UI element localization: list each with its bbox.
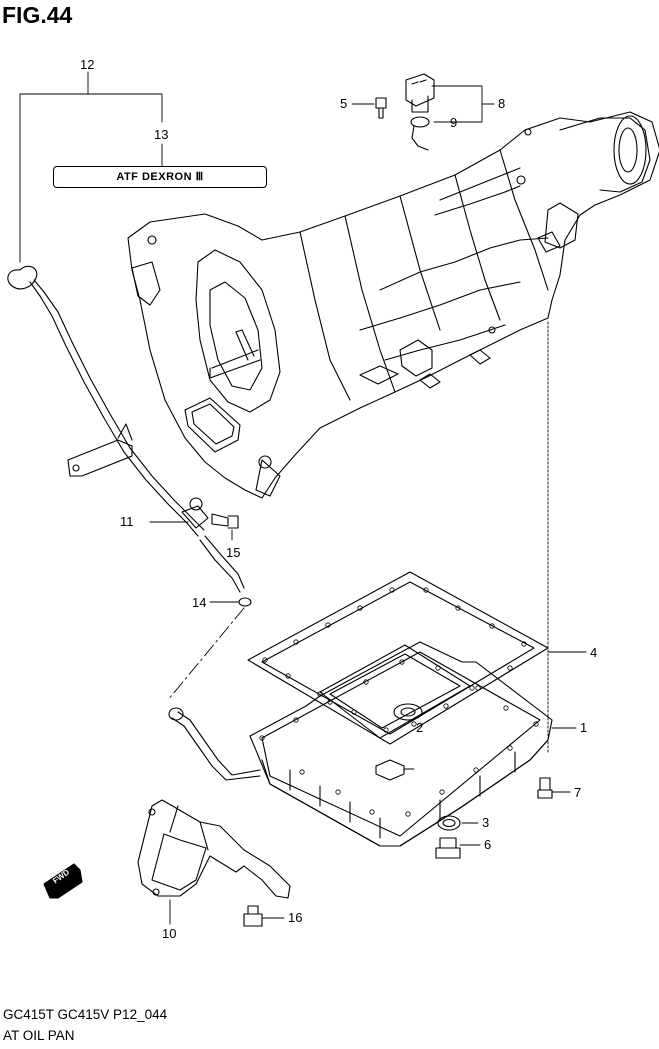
- transmission-housing: [127, 111, 659, 499]
- callout-14: 14: [192, 595, 207, 610]
- fwd-arrow-icon: [43, 863, 83, 899]
- callout-15: 15: [226, 545, 241, 560]
- section-name: AT OIL PAN: [3, 1028, 75, 1043]
- callout-8: 8: [498, 96, 506, 111]
- callout-6: 6: [484, 837, 492, 852]
- fluid-spec-label: ATF DEXRON Ⅲ: [53, 166, 267, 188]
- oil-pan-gasket: [247, 571, 549, 745]
- callout-1: 1: [580, 720, 588, 735]
- callout-13: 13: [154, 127, 169, 142]
- sensor-assembly: [405, 73, 435, 151]
- callout-3: 3: [482, 815, 490, 830]
- dipstick-assembly: [7, 265, 261, 781]
- callout-16: 16: [288, 910, 303, 925]
- callout-11: 11: [120, 514, 134, 529]
- fasteners: [243, 97, 553, 927]
- callout-9: 9: [450, 115, 458, 130]
- model-code: GC415T GC415V P12_044: [3, 1007, 168, 1022]
- dashed-leaders: [167, 321, 549, 753]
- callout-12: 12: [80, 57, 95, 72]
- callout-10: 10: [162, 926, 177, 941]
- callout-7: 7: [574, 785, 582, 800]
- pan-bracket: [137, 799, 291, 899]
- callout-4: 4: [590, 645, 598, 660]
- oil-pan: [249, 641, 553, 847]
- callout-5: 5: [340, 96, 348, 111]
- leader-lines: [19, 71, 587, 925]
- figure-title: FIG.44: [2, 2, 73, 28]
- callout-2: 2: [416, 720, 424, 735]
